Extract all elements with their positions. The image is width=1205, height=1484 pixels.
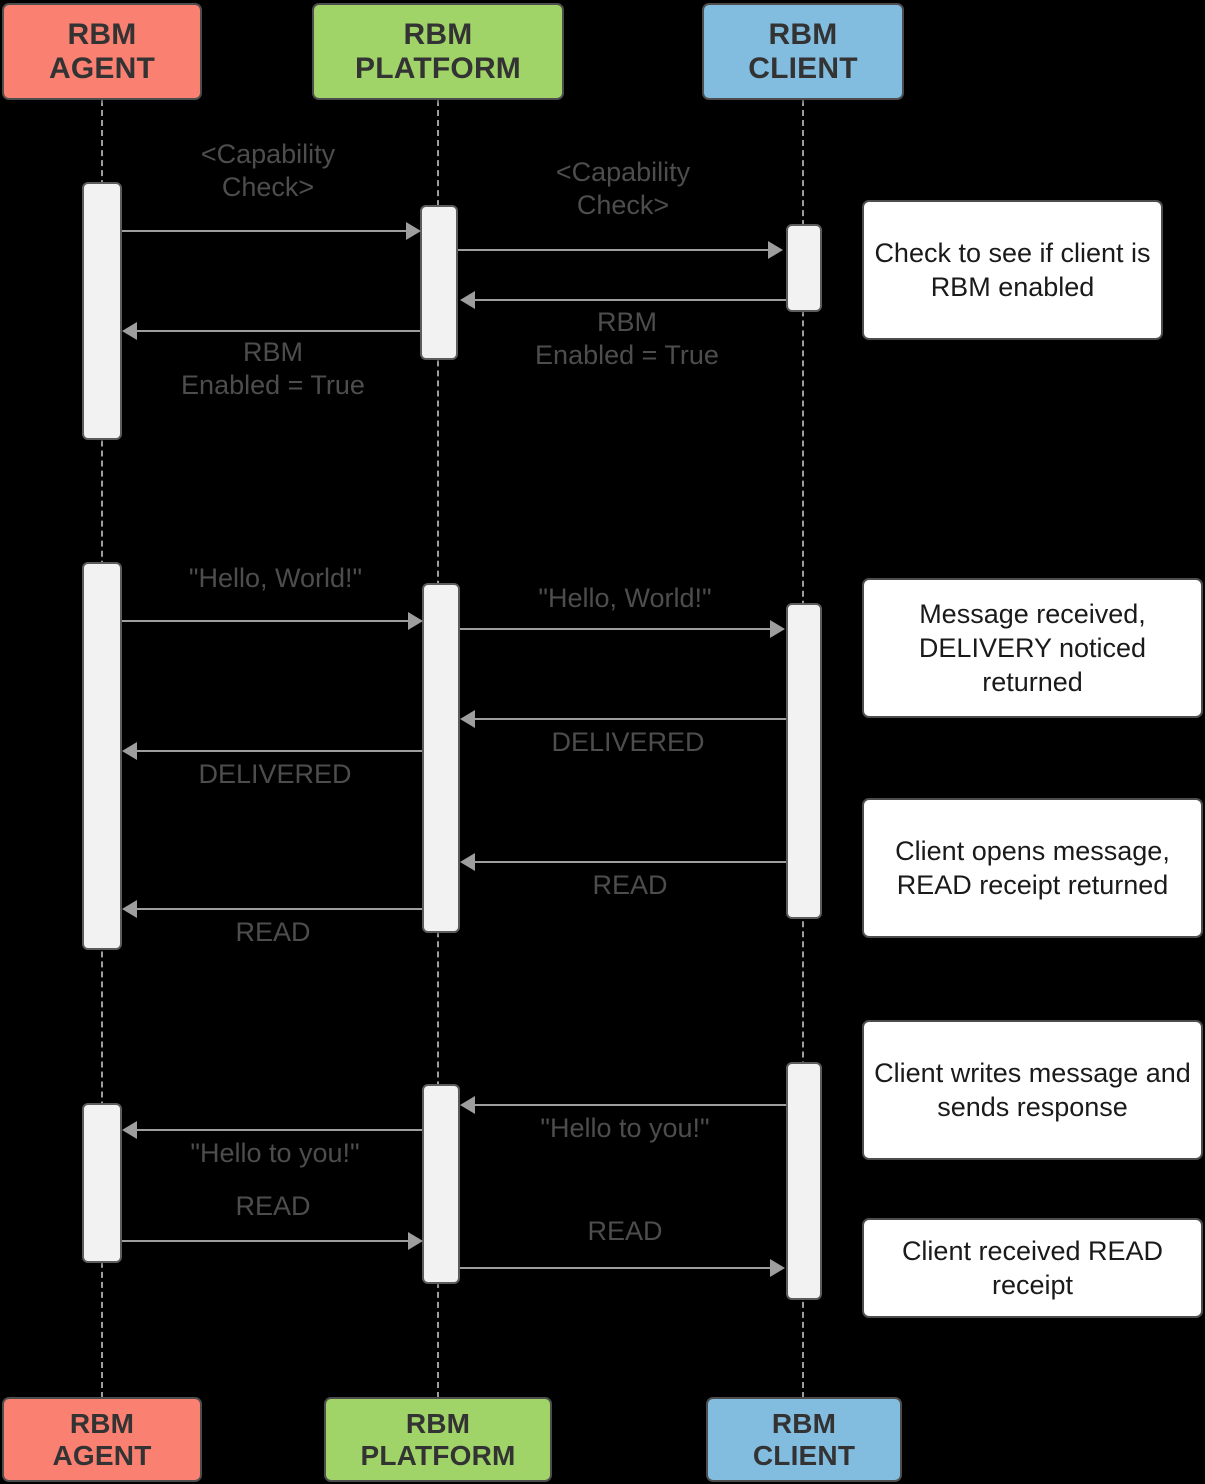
actor-header-platform-line2: PLATFORM <box>354 51 521 85</box>
arrowhead-m8 <box>122 742 137 760</box>
message-label-m3: RBM Enabled = True <box>535 307 719 370</box>
arrowhead-m5 <box>408 612 423 630</box>
message-line-m8 <box>137 750 422 752</box>
activation-agent-1[interactable] <box>82 182 122 440</box>
note-client-received-read[interactable]: Client received READ receipt <box>862 1218 1203 1318</box>
actor-footer-client[interactable]: RBM CLIENT <box>706 1397 902 1482</box>
note-client-writes-message[interactable]: Client writes message and sends response <box>862 1020 1203 1160</box>
message-label-m1: <Capability Check> <box>200 139 336 202</box>
activation-client-2[interactable] <box>786 603 822 919</box>
activation-platform-3[interactable] <box>422 1084 460 1284</box>
actor-header-client[interactable]: RBM CLIENT <box>702 3 904 100</box>
note-message-received[interactable]: Message received, DELIVERY noticed retur… <box>862 578 1203 718</box>
message-label-m11: "Hello to you!" <box>540 1113 710 1143</box>
arrowhead-m3 <box>460 291 475 309</box>
activation-agent-3[interactable] <box>82 1103 122 1263</box>
message-label-m9: READ <box>592 870 668 900</box>
arrowhead-m7 <box>460 710 475 728</box>
arrowhead-m6 <box>770 620 785 638</box>
message-line-m12 <box>137 1129 422 1131</box>
note-client-opens-message-text: Client opens message, READ receipt retur… <box>895 835 1170 900</box>
arrowhead-m2 <box>768 241 783 259</box>
activation-platform-1[interactable] <box>420 205 458 360</box>
message-line-m3 <box>475 299 786 301</box>
message-line-m14 <box>460 1267 770 1269</box>
note-client-received-read-text: Client received READ receipt <box>901 1235 1164 1300</box>
message-line-m1 <box>122 230 406 232</box>
arrowhead-m10 <box>122 900 137 918</box>
message-line-m5 <box>122 620 408 622</box>
arrowhead-m9 <box>460 853 475 871</box>
actor-header-agent-line2: AGENT <box>49 51 155 85</box>
actor-footer-agent-line1: RBM <box>69 1408 135 1440</box>
message-label-m5: "Hello, World!" <box>188 563 363 593</box>
note-capability-check-text: Check to see if client is RBM enabled <box>874 237 1151 302</box>
actor-header-platform[interactable]: RBM PLATFORM <box>312 3 564 100</box>
message-line-m11 <box>475 1104 786 1106</box>
note-capability-check[interactable]: Check to see if client is RBM enabled <box>862 200 1163 340</box>
activation-agent-2[interactable] <box>82 562 122 950</box>
message-label-m8: DELIVERED <box>198 759 352 789</box>
actor-footer-client-line1: RBM <box>771 1408 837 1440</box>
arrowhead-m14 <box>770 1259 785 1277</box>
message-line-m9 <box>475 861 786 863</box>
actor-footer-platform[interactable]: RBM PLATFORM <box>324 1397 552 1482</box>
message-label-m12: "Hello to you!" <box>190 1138 360 1168</box>
activation-client-3[interactable] <box>786 1062 822 1300</box>
actor-footer-platform-line1: RBM <box>405 1408 471 1440</box>
actor-footer-agent-line2: AGENT <box>52 1439 152 1471</box>
message-label-m7: DELIVERED <box>551 727 705 757</box>
note-message-received-text: Message received, DELIVERY noticed retur… <box>918 598 1147 697</box>
actor-header-platform-line1: RBM <box>403 17 473 51</box>
message-label-m13: READ <box>235 1191 311 1221</box>
actor-footer-platform-line2: PLATFORM <box>360 1439 516 1471</box>
message-line-m2 <box>458 249 768 251</box>
message-line-m13 <box>122 1240 408 1242</box>
message-line-m6 <box>460 628 770 630</box>
actor-footer-client-line2: CLIENT <box>752 1439 856 1471</box>
arrowhead-m1 <box>406 222 421 240</box>
note-client-writes-message-text: Client writes message and sends response <box>874 1057 1191 1122</box>
actor-footer-agent[interactable]: RBM AGENT <box>2 1397 202 1482</box>
arrowhead-m13 <box>408 1232 423 1250</box>
message-line-m4 <box>137 330 420 332</box>
arrowhead-m4 <box>122 322 137 340</box>
actor-header-agent[interactable]: RBM AGENT <box>2 3 202 100</box>
message-label-m2: <Capability Check> <box>555 157 691 220</box>
message-label-m10: READ <box>235 917 311 947</box>
message-label-m6: "Hello, World!" <box>538 583 712 613</box>
activation-client-1[interactable] <box>786 224 822 312</box>
note-client-opens-message[interactable]: Client opens message, READ receipt retur… <box>862 798 1203 938</box>
arrowhead-m12 <box>122 1121 137 1139</box>
message-line-m10 <box>137 908 422 910</box>
message-label-m4: RBM Enabled = True <box>181 337 365 400</box>
activation-platform-2[interactable] <box>422 583 460 933</box>
message-label-m14: READ <box>587 1216 663 1246</box>
actor-header-agent-line1: RBM <box>67 17 137 51</box>
actor-header-client-line2: CLIENT <box>748 51 858 85</box>
message-line-m7 <box>475 718 786 720</box>
arrowhead-m11 <box>460 1096 475 1114</box>
actor-header-client-line1: RBM <box>768 17 838 51</box>
